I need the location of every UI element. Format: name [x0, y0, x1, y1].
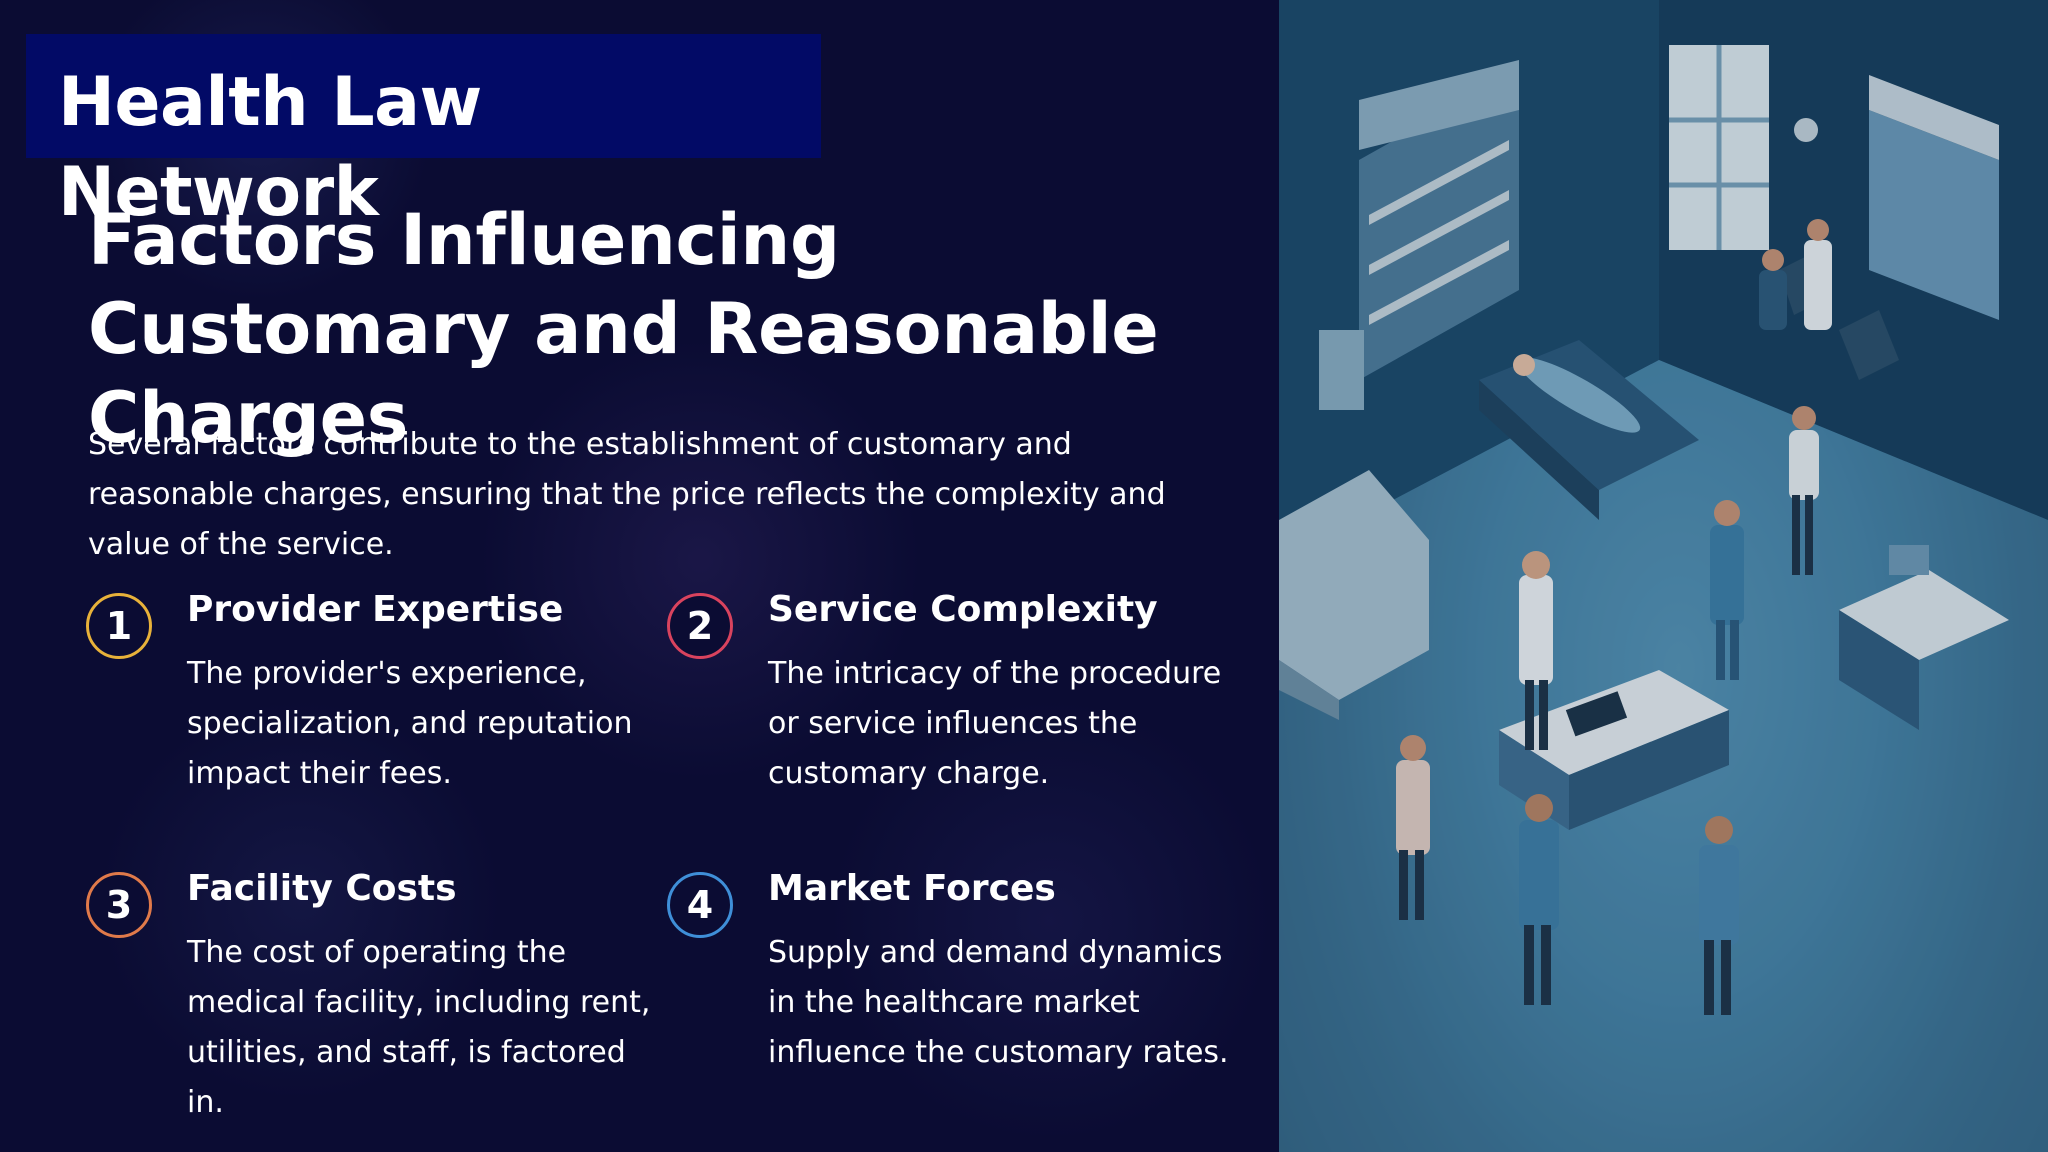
center-desk [1499, 670, 1729, 775]
window-blind [1869, 75, 1999, 160]
factor-number-badge: 3 [86, 872, 152, 938]
factor-description: The intricacy of the procedure or servic… [768, 656, 1222, 791]
slide-title: Factors Influencing Customary and Reason… [88, 199, 1159, 459]
factor-title: Provider Expertise [187, 589, 564, 630]
hospital-room-illustration [1279, 0, 2048, 1152]
medical-equipment [1279, 470, 1429, 700]
patient [1517, 357, 1641, 433]
factor-title: Service Complexity [768, 589, 1158, 630]
hospital-scene-graphic [1279, 0, 2048, 1152]
factor-number-badge: 4 [667, 872, 733, 938]
slide-intro: Several factors contribute to the establ… [88, 427, 1166, 562]
factor-description: Supply and demand dynamics in the health… [768, 935, 1229, 1070]
factor-description: The provider's experience, specializatio… [187, 656, 633, 791]
factor-number-badge: 1 [86, 593, 152, 659]
office-chair [1839, 310, 1899, 380]
right-desk [1839, 570, 2009, 660]
cabinet [1319, 330, 1364, 410]
staff-figures [1396, 219, 1832, 1015]
factor-title: Market Forces [768, 868, 1056, 909]
factor-title: Facility Costs [187, 868, 457, 909]
brand-banner [26, 34, 821, 158]
window-right [1869, 110, 1999, 320]
factor-description: The cost of operating the medical facili… [187, 935, 651, 1120]
factor-number-badge: 2 [667, 593, 733, 659]
wall-clock [1794, 118, 1818, 142]
brand-name: Health Law Network [58, 63, 482, 232]
